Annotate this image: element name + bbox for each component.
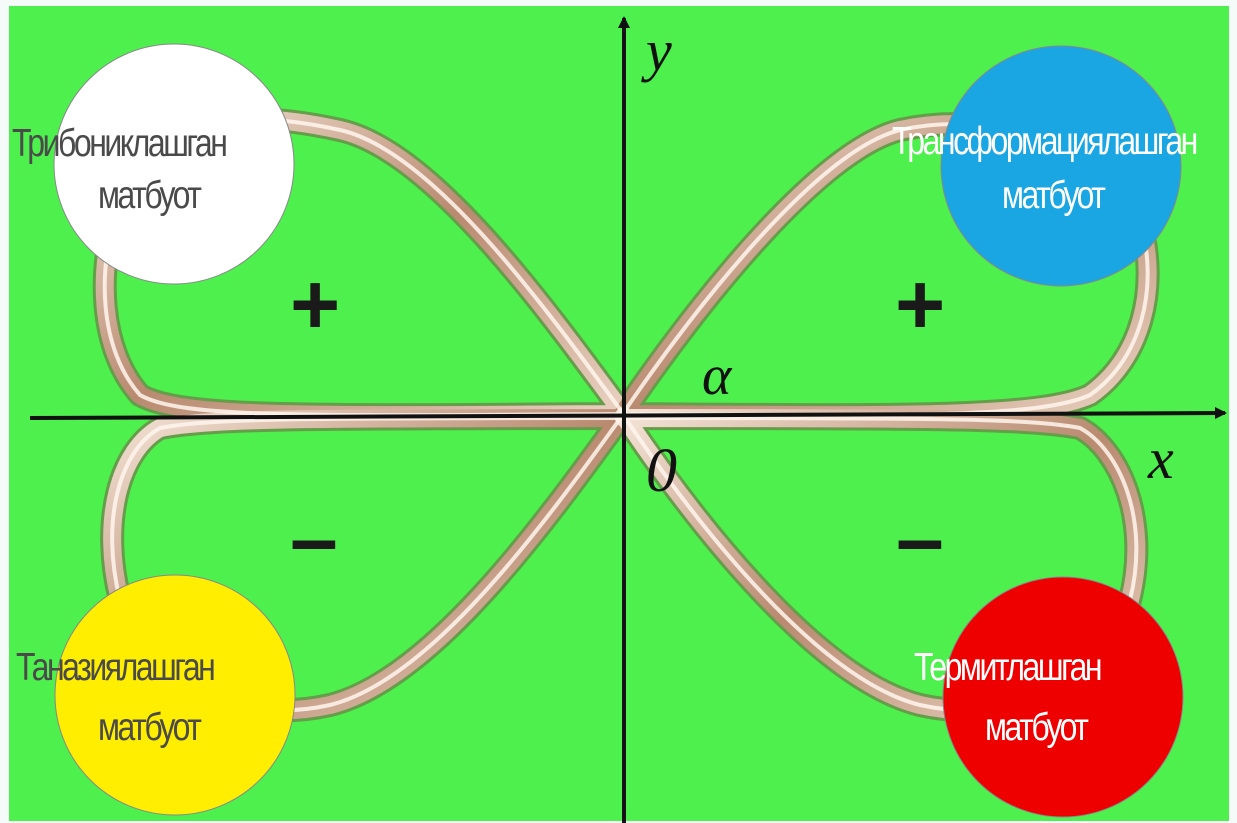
label-bottom-right-line1: Термитлашган	[914, 646, 1103, 689]
sign-bottom-left: –	[290, 491, 338, 587]
sign-top-left: +	[290, 257, 341, 353]
x-axis	[29, 407, 1227, 420]
label-bottom-left-line2: матбуот	[98, 706, 202, 749]
label-bottom-left-line1: Таназиялашган	[16, 646, 216, 689]
circle-top-left	[53, 43, 295, 285]
circle-bottom-left	[54, 574, 296, 816]
angle-label: α	[702, 345, 732, 407]
label-bottom-right-line2: матбуот	[985, 706, 1089, 749]
circle-bottom-right	[942, 576, 1184, 818]
origin-label: 0	[646, 437, 677, 505]
sign-top-right: +	[895, 257, 946, 353]
circle-top-right	[940, 45, 1182, 287]
x-axis-label: x	[1148, 426, 1174, 491]
sign-bottom-right: –	[896, 491, 944, 587]
label-top-right-line1: Трансформациялашган	[892, 120, 1198, 163]
label-top-right-line2: матбуот	[1002, 174, 1106, 217]
label-top-left-line2: матбуот	[98, 174, 202, 217]
label-top-left-line1: Трибониклашган	[12, 122, 228, 165]
y-axis-label: y	[646, 18, 672, 83]
